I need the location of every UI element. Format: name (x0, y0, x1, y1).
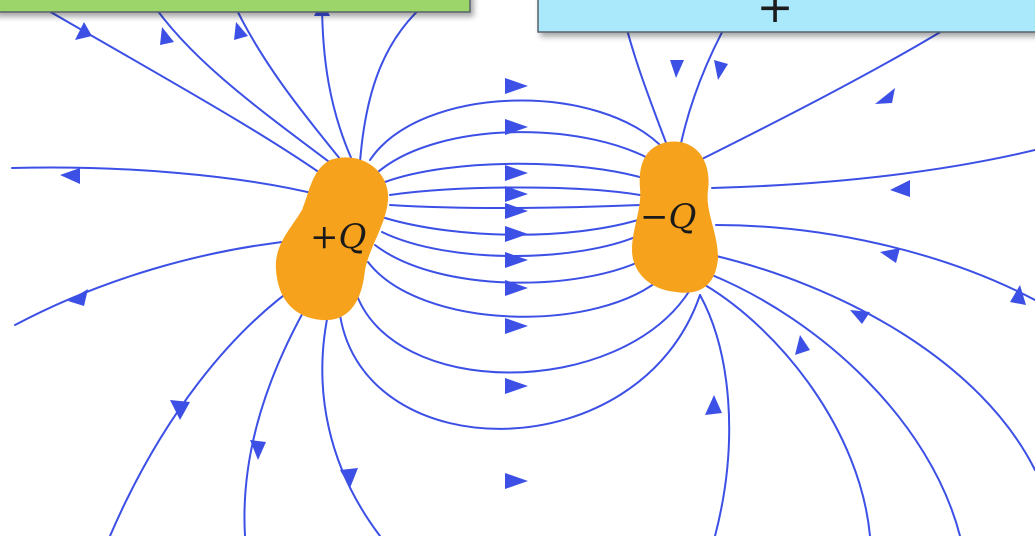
field-line (715, 224, 1035, 301)
negative-charge-blob (632, 141, 718, 293)
field-line (711, 254, 1035, 471)
arrow-right (505, 252, 528, 268)
blue-callout-text: + (757, 0, 794, 33)
arrow-right (505, 318, 528, 334)
field-line (321, 304, 381, 536)
negative-charge: −Q (632, 141, 718, 293)
arrow-right (505, 78, 528, 94)
green-callout-box (0, 0, 471, 13)
arrow-left (890, 180, 910, 197)
field-line (14, 239, 301, 326)
field-line (699, 294, 731, 536)
blue-callout-rect (537, 0, 1035, 33)
positive-charge-blob (275, 157, 389, 321)
field-line (374, 244, 653, 284)
field-line (243, 299, 311, 536)
field-line (321, 0, 353, 161)
arrow-down (714, 60, 728, 80)
arrow-down (170, 400, 190, 420)
arrow-right (505, 119, 528, 135)
field-line (359, 0, 431, 163)
field-line (389, 186, 641, 196)
arrow-down (250, 440, 266, 460)
field-line (699, 19, 961, 161)
field-line (29, 0, 331, 181)
green-callout-rect (0, 0, 471, 13)
field-arrows (60, 0, 1026, 489)
arrow-left (60, 168, 80, 184)
field-line (367, 261, 666, 318)
arrow-right (505, 473, 528, 489)
blue-callout-box: + (537, 0, 1035, 33)
arrow-right (505, 280, 528, 296)
arrow-up (705, 395, 722, 415)
arrow-left (880, 248, 900, 263)
field-line (109, 279, 306, 536)
arrow-up (234, 22, 248, 40)
arrow-right (505, 165, 528, 181)
field-lines (11, 0, 1035, 536)
field-line (231, 0, 346, 166)
arrow-up (75, 22, 92, 40)
arrow-up (160, 27, 174, 45)
arrow-up (1010, 285, 1026, 305)
arrow-left (875, 88, 895, 104)
arrow-right (505, 203, 528, 219)
negative-charge-label: −Q (640, 197, 696, 237)
positive-charge-label: +Q (310, 217, 366, 257)
positive-charge: +Q (275, 157, 389, 321)
field-line (711, 274, 961, 536)
arrow-up (795, 335, 810, 355)
arrow-right (505, 378, 528, 394)
field-line (377, 131, 661, 173)
field-line (704, 284, 871, 536)
arrow-right (505, 226, 528, 242)
field-line (711, 149, 1035, 189)
field-line (149, 0, 341, 171)
field-line (339, 294, 701, 430)
field-line (11, 166, 321, 196)
arrow-down (670, 60, 684, 78)
field-line (384, 162, 651, 183)
field-line (354, 289, 691, 374)
arrow-left (850, 310, 870, 324)
arrow-down (340, 468, 358, 488)
arrow-left (68, 289, 88, 306)
arrow-right (505, 186, 528, 202)
field-line (369, 99, 666, 161)
